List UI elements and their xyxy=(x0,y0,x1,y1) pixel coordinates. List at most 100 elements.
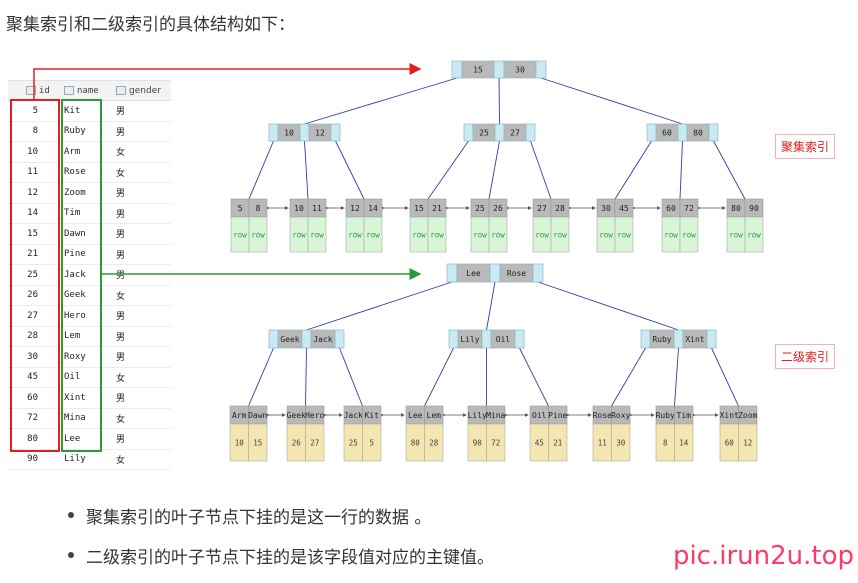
node-key: 30 xyxy=(515,66,525,75)
secondary-edge xyxy=(519,347,549,407)
id-cell: 10 xyxy=(27,146,38,157)
leaf-key: 21 xyxy=(432,204,442,213)
leaf-data: row xyxy=(412,231,426,240)
leaf-key: Pine xyxy=(548,411,567,420)
clustered-edge xyxy=(488,140,500,200)
leaf-data-cell xyxy=(248,423,268,462)
table-row[interactable]: 30 Roxy 男 xyxy=(8,347,171,368)
id-cell: 30 xyxy=(27,351,38,362)
column-name[interactable]: name xyxy=(60,86,112,96)
leaf-data: row xyxy=(366,231,380,240)
leaf-key: Hero xyxy=(305,411,324,420)
id-cell: 28 xyxy=(27,331,38,342)
id-cell: 80 xyxy=(27,433,38,444)
leaf-data: row xyxy=(430,231,444,240)
leaf-data-cell xyxy=(611,423,631,462)
id-cell: 21 xyxy=(27,249,38,260)
id-cell: 14 xyxy=(27,208,38,219)
leaf-data: row xyxy=(491,231,505,240)
pointer-cell xyxy=(706,329,717,349)
leaf-data: 15 xyxy=(253,439,262,448)
leaf-data-cell xyxy=(424,423,444,462)
leaf-data: 26 xyxy=(292,439,302,448)
gender-cell: 男 xyxy=(116,353,126,364)
leaf-data: 11 xyxy=(598,439,607,448)
name-cell: Roxy xyxy=(64,351,86,362)
leaf-data: row xyxy=(682,231,696,240)
leaf-data: 10 xyxy=(235,439,245,448)
id-column-highlight xyxy=(10,99,60,452)
leaf-key: Dawn xyxy=(248,411,267,420)
leaf-key: Zoom xyxy=(738,411,757,420)
column-id[interactable]: id xyxy=(8,86,60,96)
name-cell: Arm xyxy=(64,146,81,157)
pointer-cell xyxy=(493,60,505,79)
leaf-key: 14 xyxy=(368,204,378,213)
leaf-data: row xyxy=(617,231,631,240)
leaf-data: row xyxy=(599,231,613,240)
pointer-cell xyxy=(481,329,492,349)
id-cell: 45 xyxy=(27,372,38,383)
leaf-data: 60 xyxy=(725,439,735,448)
leaf-data-cell xyxy=(363,216,383,253)
secondary-edge xyxy=(305,347,307,407)
key-column-icon xyxy=(26,86,36,95)
leaf-key: Tim xyxy=(677,411,692,420)
leaf-data: 45 xyxy=(535,439,544,448)
leaf-data: 90 xyxy=(473,439,483,448)
clustered-edge xyxy=(713,140,746,200)
leaf-key: Arm xyxy=(232,411,247,420)
node-key: 15 xyxy=(473,66,483,75)
clustered-edge xyxy=(530,140,552,200)
leaf-data: row xyxy=(473,231,487,240)
leaf-key: Geek xyxy=(287,411,306,420)
id-cell: 90 xyxy=(27,454,38,465)
leaf-data: 21 xyxy=(553,439,562,448)
pointer-cell xyxy=(268,123,279,142)
id-cell: 5 xyxy=(32,105,38,116)
name-cell: Xint xyxy=(64,392,86,403)
id-cell: 27 xyxy=(27,310,38,321)
leaf-key: 27 xyxy=(537,204,547,213)
leaf-key: 26 xyxy=(493,204,503,213)
name-cell: Lem xyxy=(64,331,81,342)
node-key: Rose xyxy=(507,269,526,278)
leaf-key: 15 xyxy=(414,204,424,213)
leaf-data-cell xyxy=(362,423,382,462)
clustered-pointer-arrow xyxy=(33,63,422,99)
clustered-leaf: 15 row 21 row xyxy=(409,198,447,253)
id-cell: 15 xyxy=(27,228,38,239)
column-gender[interactable]: gender xyxy=(112,86,171,96)
leaf-data-cell xyxy=(744,216,764,253)
leaf-key: Lee xyxy=(408,411,423,420)
